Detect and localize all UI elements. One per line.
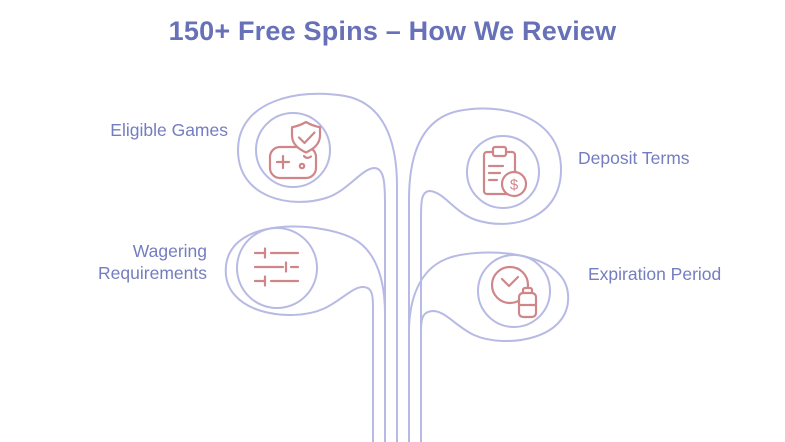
branch-top-left — [237, 92, 398, 442]
slider-row-2 — [253, 261, 300, 273]
sliders-icon — [253, 247, 300, 287]
shield-check — [297, 131, 316, 145]
gamepad-shield-check-icon — [268, 120, 322, 180]
clipboard-clip — [491, 145, 508, 158]
page-title: 150+ Free Spins – How We Review — [168, 16, 617, 46]
slider-row-3 — [253, 275, 300, 287]
shield — [290, 120, 322, 154]
node-circle-expiration-period — [477, 254, 551, 328]
node-circle-deposit-terms — [466, 135, 540, 209]
branch-bottom-left — [224, 225, 386, 442]
branch-bottom-right — [408, 251, 570, 442]
gamepad-button-arc — [302, 154, 313, 159]
label-expiration-period: Expiration Period — [588, 264, 722, 284]
node-circle-wagering-requirements — [236, 227, 318, 309]
clock-hands — [500, 275, 520, 288]
tree-branches — [224, 92, 570, 442]
label-deposit-terms: Deposit Terms — [578, 148, 690, 168]
branch-top-right — [408, 107, 563, 442]
clipboard-dollar-icon: $ — [482, 145, 528, 198]
label-wagering-requirements: Wagering Requirements — [98, 241, 207, 284]
node-circle-eligible-games — [255, 112, 331, 188]
gamepad-dpad — [275, 154, 291, 170]
dollar-sign: $ — [510, 177, 519, 194]
slider-row-1 — [253, 247, 300, 259]
clipboard-lines — [487, 164, 505, 182]
gamepad-body — [268, 145, 318, 180]
clock-face — [490, 265, 530, 305]
gamepad-button-dot — [298, 162, 306, 170]
dollar-circle — [500, 170, 528, 198]
label-eligible-games: Eligible Games — [110, 120, 228, 140]
clock-battery-icon — [490, 265, 538, 319]
